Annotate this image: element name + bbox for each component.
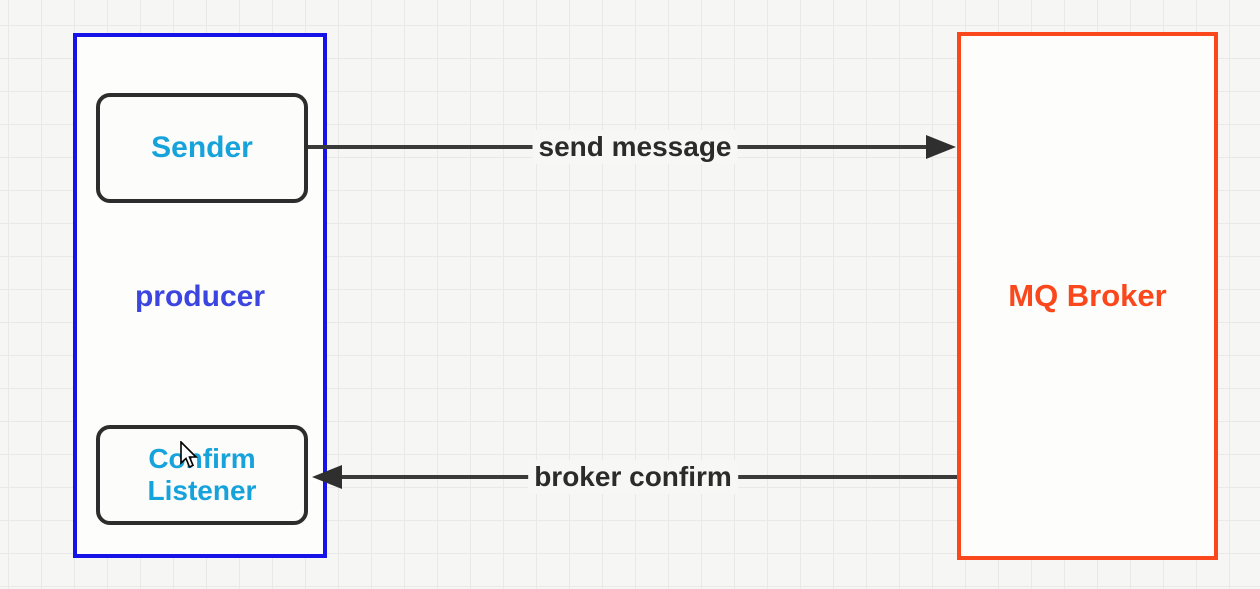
send-message-edge-label[interactable]: send message	[532, 130, 738, 164]
confirm-listener-node[interactable]: Confirm Listener	[96, 425, 308, 525]
mouse-cursor-icon	[180, 441, 198, 469]
mq-broker-node[interactable]: MQ Broker	[957, 32, 1218, 560]
broker-confirm-edge-label[interactable]: broker confirm	[528, 460, 738, 494]
sender-node[interactable]: Sender	[96, 93, 308, 203]
producer-group-node[interactable]: Sender producer Confirm Listener	[73, 33, 327, 558]
confirm-listener-label: Confirm Listener	[147, 442, 257, 506]
left-arrowhead-icon	[312, 465, 342, 489]
producer-label: producer	[134, 280, 266, 313]
right-arrowhead-icon	[926, 135, 956, 159]
sender-label: Sender	[151, 131, 253, 164]
mq-broker-label: MQ Broker	[1008, 278, 1167, 313]
